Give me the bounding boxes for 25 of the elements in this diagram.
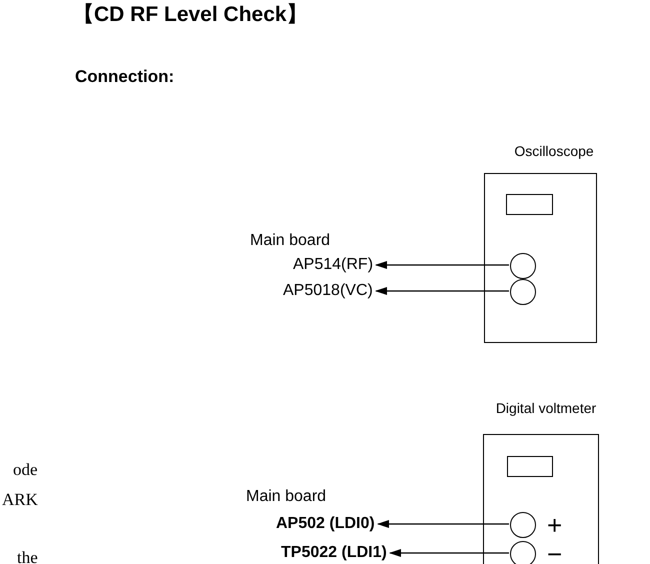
polarity-sign: − bbox=[547, 541, 562, 564]
board-label: Main board bbox=[246, 489, 326, 505]
arrow bbox=[375, 261, 509, 269]
instrument-box bbox=[484, 173, 597, 343]
terminal-circle bbox=[510, 253, 536, 279]
arrow bbox=[377, 520, 509, 528]
test-point-label: AP502 (LDI0) bbox=[276, 516, 375, 532]
arrow bbox=[375, 287, 509, 295]
instrument-label: Digital voltmeter bbox=[496, 401, 596, 415]
cut-off-text: the bbox=[17, 549, 38, 564]
arrow bbox=[389, 549, 509, 557]
cut-off-text: ode bbox=[13, 461, 38, 478]
cut-off-text: ARK bbox=[2, 491, 38, 508]
test-point-label: AP514(RF) bbox=[293, 257, 374, 273]
test-point-label: TP5022 (LDI1) bbox=[281, 545, 387, 561]
polarity-sign: + bbox=[547, 512, 562, 538]
terminal-circle bbox=[510, 541, 536, 564]
title: 【CD RF Level Check】 bbox=[73, 4, 308, 25]
instrument-box bbox=[483, 434, 599, 564]
test-point-label: AP5018(VC) bbox=[283, 283, 373, 299]
terminal-circle bbox=[510, 512, 536, 538]
board-label: Main board bbox=[250, 233, 330, 249]
instrument-label: Oscilloscope bbox=[514, 144, 594, 158]
terminal-circle bbox=[510, 279, 536, 305]
section-heading: Connection: bbox=[75, 68, 174, 85]
